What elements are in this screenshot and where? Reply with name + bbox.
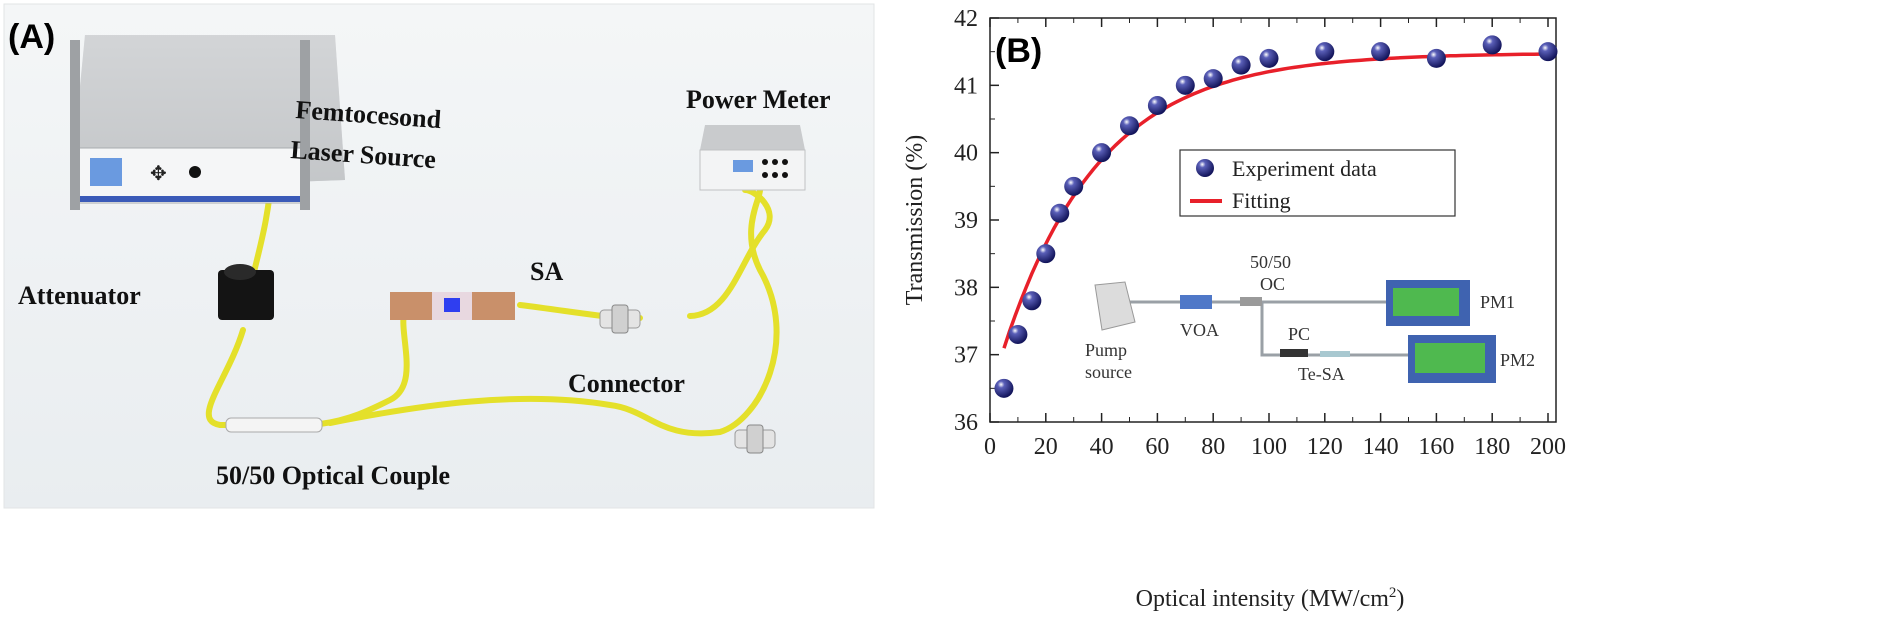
- x-axis-label-main: Optical intensity (MW/cm: [1136, 586, 1390, 612]
- oc-element: [1240, 297, 1262, 306]
- x-tick-label: 160: [1418, 434, 1454, 460]
- data-point: [1036, 244, 1056, 264]
- x-tick-label: 60: [1145, 434, 1169, 460]
- y-tick-label: 42: [954, 6, 978, 32]
- y-tick-label: 40: [954, 141, 978, 167]
- inset-te-sa-label: Te-SA: [1298, 364, 1345, 384]
- data-point: [1008, 324, 1028, 344]
- panel-a: (A) ✥ Femtocesond Laser Source: [3, 3, 875, 509]
- attenuator: [218, 270, 274, 320]
- panel-b: 0 20 40 60 80 100 120 140 160 180 200 36 37 38 39 40 41 4…: [902, 6, 1566, 612]
- sa-label: SA: [530, 257, 563, 286]
- x-tick-label: 140: [1363, 434, 1399, 460]
- y-axis-label: Transmission (%): [902, 135, 928, 305]
- data-point: [1064, 176, 1084, 196]
- coupler-label: 50/50 Optical Couple: [216, 461, 450, 490]
- connector-lower: [734, 424, 776, 454]
- pump-source-box: [1094, 281, 1136, 331]
- inset-pm1-label: PM1: [1480, 292, 1515, 312]
- legend: Experiment data Fitting: [1179, 149, 1456, 217]
- x-tick-label: 40: [1090, 434, 1114, 460]
- knob-icon: [189, 166, 201, 178]
- data-point: [1092, 143, 1112, 163]
- power-meter: [699, 125, 806, 191]
- y-tick-label: 39: [954, 208, 978, 234]
- data-point: [1022, 291, 1042, 311]
- connector-label: Connector: [568, 369, 685, 398]
- optical-coupler: [225, 417, 323, 433]
- inset-oc-line1: 50/50: [1250, 252, 1291, 272]
- x-tick-label: 200: [1530, 434, 1566, 460]
- inset-pc-label: PC: [1288, 324, 1310, 344]
- te-sa-element: [1320, 351, 1350, 357]
- inset-pm2-label: PM2: [1500, 350, 1535, 370]
- pc-element: [1280, 349, 1308, 357]
- inset-voa-label: VOA: [1180, 320, 1219, 340]
- data-point: [1050, 203, 1070, 223]
- data-point: [1120, 116, 1139, 136]
- power-meter-label: Power Meter: [686, 85, 831, 114]
- data-point: [1203, 69, 1223, 89]
- y-tick-label: 36: [954, 410, 978, 436]
- plot-area: 0 20 40 60 80 100 120 140 160 180 200 36 37 38 39 40 41 4…: [954, 6, 1566, 460]
- data-point: [1538, 42, 1558, 62]
- legend-label-fitting: Fitting: [1232, 188, 1291, 213]
- x-tick-label: 120: [1307, 434, 1343, 460]
- y-tick-label: 38: [954, 275, 978, 301]
- data-point: [1371, 42, 1391, 62]
- data-point: [994, 378, 1014, 398]
- inset-pump-line2: source: [1085, 362, 1132, 382]
- connector-upper: [599, 304, 641, 334]
- legend-marker-experiment: [1196, 159, 1214, 177]
- data-point: [1426, 48, 1446, 68]
- data-point: [1315, 42, 1335, 62]
- x-tick-label: 100: [1251, 434, 1287, 460]
- panel-b-label: (B): [995, 32, 1042, 70]
- x-tick-label: 0: [984, 434, 996, 460]
- inset-setup-diagram: Pump source VOA 50/50 OC PC Te-SA PM1 PM…: [1085, 252, 1535, 384]
- data-point: [1259, 48, 1279, 68]
- legend-box: [1179, 149, 1456, 217]
- data-point: [1231, 55, 1251, 75]
- fitting-curve: [1002, 52, 1546, 349]
- laser-screen: [90, 158, 122, 186]
- voa-box: [1180, 295, 1212, 309]
- legend-label-experiment: Experiment data: [1232, 156, 1377, 181]
- y-tick-label: 41: [954, 73, 978, 99]
- sa-sample: [444, 298, 460, 312]
- attenuator-label: Attenuator: [18, 281, 141, 310]
- x-axis-label: Optical intensity (MW/cm2): [1136, 585, 1405, 612]
- data-point: [1175, 75, 1195, 95]
- x-tick-label: 80: [1201, 434, 1225, 460]
- x-tick-label: 180: [1474, 434, 1510, 460]
- crosshair-icon: ✥: [150, 163, 167, 185]
- x-axis-label-end: ): [1396, 586, 1404, 612]
- inset-pump-line1: Pump: [1085, 340, 1127, 360]
- x-tick-label: 20: [1034, 434, 1058, 460]
- panel-a-label: (A): [8, 18, 55, 56]
- inset-oc-line2: OC: [1260, 274, 1285, 294]
- data-point: [1147, 96, 1167, 116]
- y-tick-label: 37: [954, 343, 978, 369]
- data-point: [1482, 35, 1502, 55]
- femtosecond-laser-source: ✥: [70, 35, 345, 210]
- x-axis-label-superscript: 2: [1389, 585, 1397, 601]
